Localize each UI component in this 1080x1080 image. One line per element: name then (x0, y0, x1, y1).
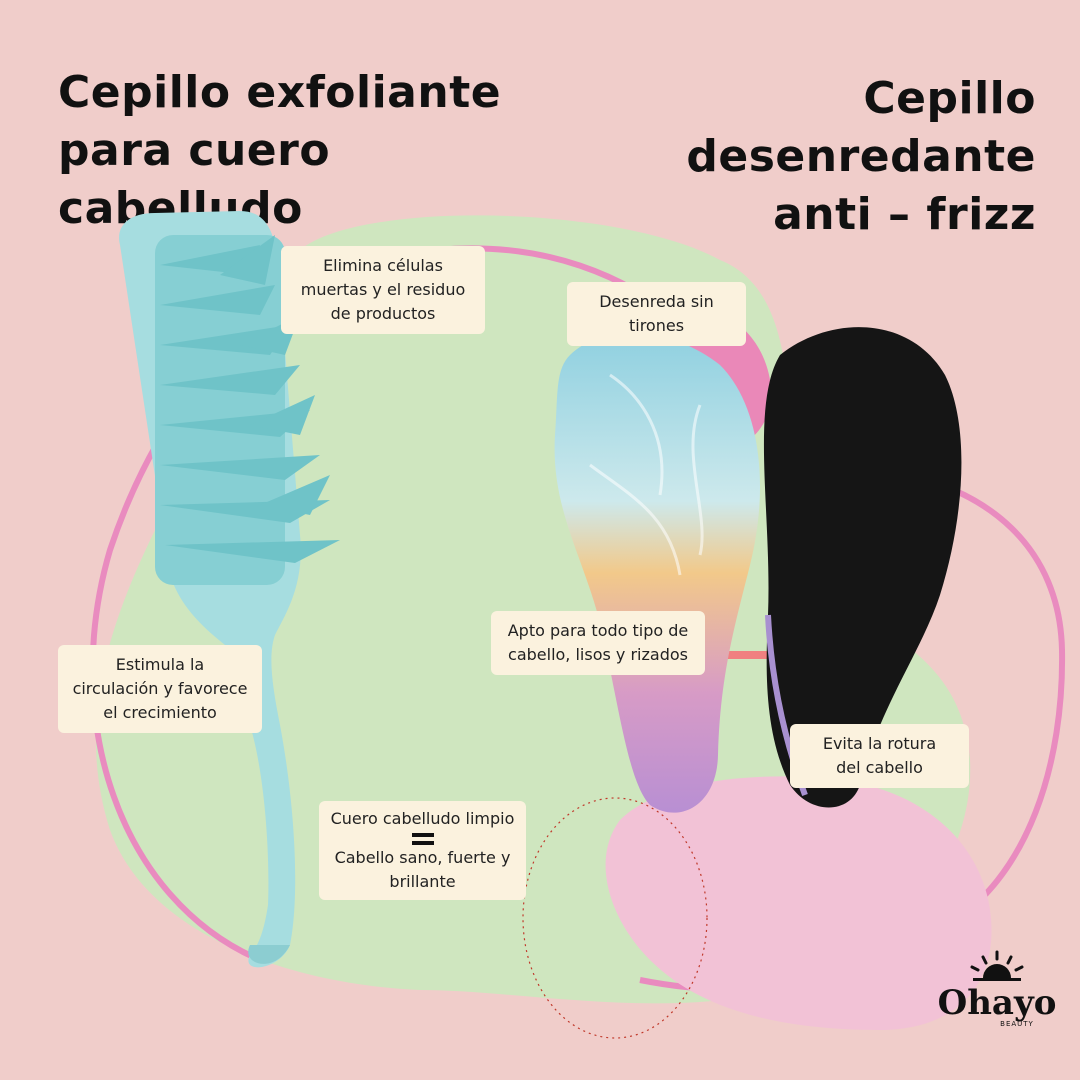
label-line: Apto para todo tipo de (507, 621, 689, 640)
scalp-brush-image (119, 211, 340, 968)
label-line: cabello, lisos y rizados (508, 645, 688, 664)
label-line: Cabello sano, fuerte y (334, 848, 511, 867)
label-apto: Apto para todo tipo de cabello, lisos y … (491, 611, 705, 675)
title-line: anti – frizz (773, 189, 1036, 240)
label-line: circulación y favorece (72, 679, 248, 698)
label-line: Estimula la (115, 655, 205, 674)
label-line: Cuero cabelludo limpio (330, 809, 515, 828)
pink-blob-bottom (605, 776, 992, 1030)
logo-subtitle: BEAUTY (1000, 1020, 1034, 1028)
sunrise-icon (970, 950, 1024, 981)
label-estimula: Estimula la circulación y favorece el cr… (58, 645, 262, 733)
label-elimina: Elimina células muertas y el residuo de … (281, 246, 485, 334)
label-line: Desenreda sin (599, 292, 714, 311)
chrome-brush (554, 333, 760, 813)
label-line: el crecimiento (103, 703, 217, 722)
label-desenreda: Desenreda sin tirones (567, 282, 746, 346)
title-scalp-brush: Cepillo exfoliante para cuero cabelludo (58, 64, 528, 238)
equals-icon (411, 833, 434, 845)
black-brush (763, 327, 962, 808)
label-line: Evita la rotura (822, 734, 937, 753)
brand-logo: Ohayo BEAUTY (932, 950, 1062, 1028)
label-line: Elimina células (323, 256, 443, 275)
label-cuero-cabelludo: Cuero cabelludo limpio Cabello sano, fue… (319, 801, 526, 900)
label-line: de productos (330, 304, 436, 323)
title-line: Cepillo exfoliante (58, 67, 502, 118)
label-line: muertas y el residuo (300, 280, 466, 299)
label-line: tirones (628, 316, 685, 335)
label-line: del cabello (836, 758, 923, 777)
title-line: Cepillo desenredante (686, 73, 1036, 182)
label-line: brillante (389, 872, 456, 891)
logo-name: Ohayo (937, 983, 1057, 1023)
label-evita: Evita la rotura del cabello (790, 724, 969, 788)
dotted-circle (522, 797, 708, 1039)
title-detangler-brush: Cepillo desenredante anti – frizz (566, 70, 1036, 244)
